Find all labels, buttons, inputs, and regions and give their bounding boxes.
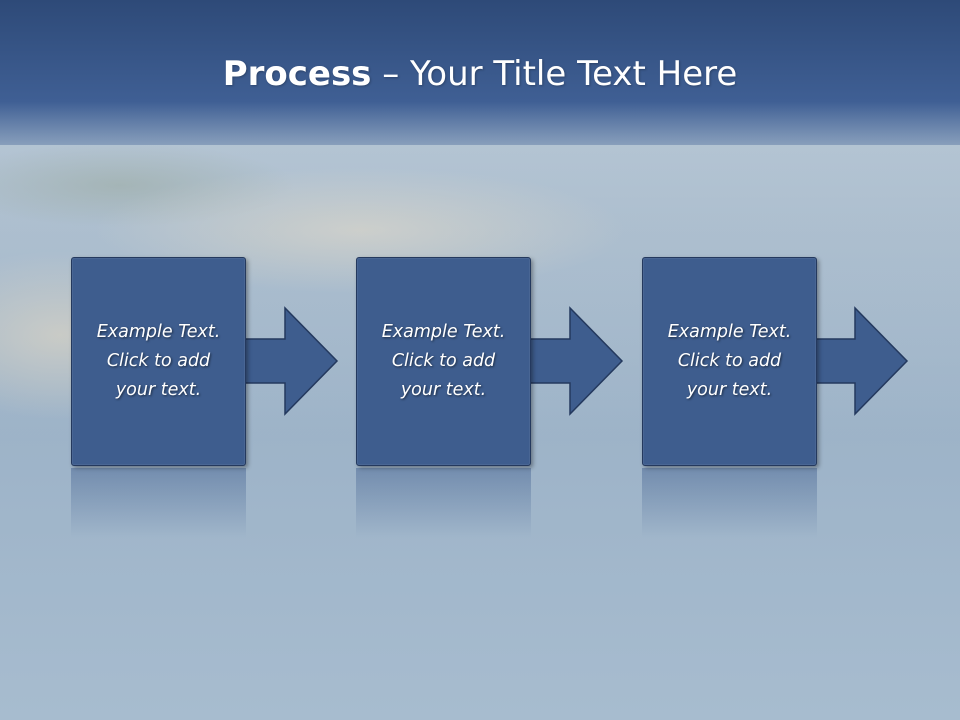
step-box-2[interactable]: Example Text. Click to add your text. <box>356 257 531 466</box>
step-reflection <box>71 468 246 538</box>
title-rest: – Your Title Text Here <box>371 54 738 94</box>
step-reflection <box>356 468 531 538</box>
arrow-right-icon <box>243 306 339 416</box>
slide-title[interactable]: Process – Your Title Text Here <box>0 52 960 96</box>
step-text-3: Example Text. Click to add your text. <box>667 322 792 400</box>
title-bar <box>0 0 960 145</box>
step-box-3[interactable]: Example Text. Click to add your text. <box>642 257 817 466</box>
step-box-1[interactable]: Example Text. Click to add your text. <box>71 257 246 466</box>
arrow-right-icon <box>813 306 909 416</box>
step-text-2: Example Text. Click to add your text. <box>381 322 506 400</box>
step-reflection <box>642 468 817 538</box>
step-text-1: Example Text. Click to add your text. <box>96 322 221 400</box>
title-bold: Process <box>222 54 372 94</box>
arrow-right-icon <box>528 306 624 416</box>
